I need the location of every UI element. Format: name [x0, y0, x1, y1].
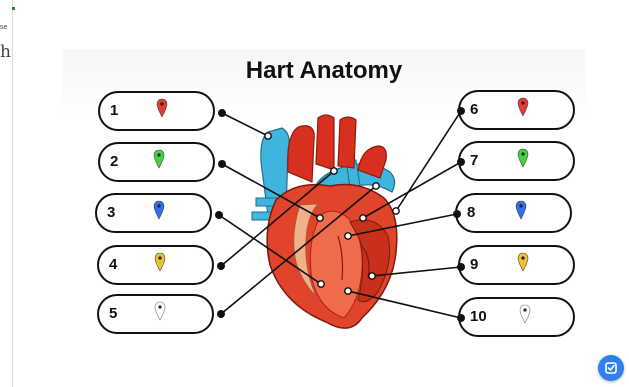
left-anchor-dot-4[interactable]	[217, 262, 225, 270]
label-box-8[interactable]: 8	[455, 193, 572, 233]
label-number: 5	[109, 305, 117, 322]
submit-button[interactable]	[598, 355, 624, 381]
label-box-9[interactable]: 9	[458, 245, 575, 285]
label-number: 6	[470, 101, 478, 118]
label-box-5[interactable]: 5	[97, 294, 214, 334]
label-number: 10	[470, 308, 487, 325]
right-anchor-dot-8[interactable]	[453, 210, 461, 218]
left-anchor-dot-1[interactable]	[218, 109, 226, 117]
right-anchor-dot-7[interactable]	[457, 158, 465, 166]
red-artery-2	[316, 115, 334, 170]
map-pin-icon[interactable]	[517, 97, 529, 117]
label-box-4[interactable]: 4	[97, 245, 214, 285]
left-anchor-dot-3[interactable]	[215, 211, 223, 219]
red-artery-1	[288, 126, 314, 182]
label-number: 4	[109, 256, 117, 273]
label-box-2[interactable]: 2	[98, 142, 215, 182]
left-anchor-dot-5[interactable]	[217, 310, 225, 318]
right-anchor-dot-6[interactable]	[457, 107, 465, 115]
label-box-6[interactable]: 6	[458, 90, 575, 130]
map-pin-icon[interactable]	[154, 252, 166, 272]
map-pin-icon[interactable]	[519, 304, 531, 324]
red-artery-3	[338, 117, 356, 168]
map-pin-icon[interactable]	[153, 149, 165, 169]
label-number: 8	[467, 204, 475, 221]
label-number: 1	[110, 102, 118, 119]
label-number: 7	[470, 152, 478, 169]
label-box-7[interactable]: 7	[458, 141, 575, 181]
map-pin-icon[interactable]	[156, 98, 168, 118]
label-box-3[interactable]: 3	[95, 193, 212, 233]
map-pin-icon[interactable]	[154, 301, 166, 321]
map-pin-icon[interactable]	[515, 200, 527, 220]
edit-check-icon	[598, 355, 624, 381]
label-number: 3	[107, 204, 115, 221]
map-pin-icon[interactable]	[153, 200, 165, 220]
right-anchor-dot-10[interactable]	[457, 314, 465, 322]
map-pin-icon[interactable]	[517, 252, 529, 272]
right-anchor-dot-9[interactable]	[457, 263, 465, 271]
label-box-1[interactable]: 1	[98, 91, 215, 131]
label-box-10[interactable]: 10	[458, 297, 575, 337]
label-number: 9	[470, 256, 478, 273]
left-anchor-dot-2[interactable]	[218, 160, 226, 168]
label-number: 2	[110, 153, 118, 170]
map-pin-icon[interactable]	[517, 148, 529, 168]
